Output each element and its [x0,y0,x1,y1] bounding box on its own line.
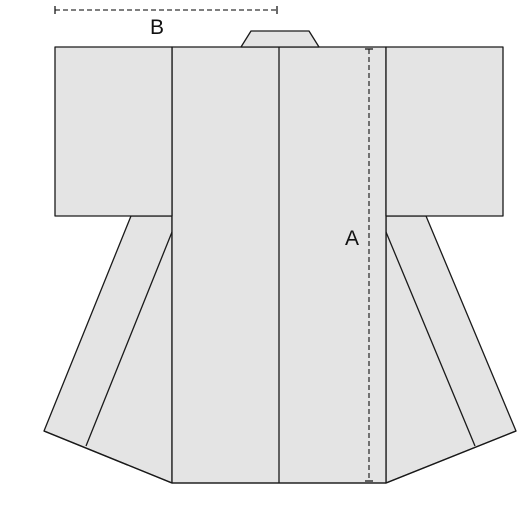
right-sleeve [385,46,504,217]
hem-left [43,430,173,484]
left-side-panel [43,215,173,484]
collar [240,30,320,48]
left-sleeve [54,46,173,217]
label-b: B [150,16,164,39]
label-a: A [345,227,359,250]
right-side-panel [385,215,517,484]
right-gusset-seam [385,231,476,447]
hem-right [385,430,517,484]
left-gusset-seam [85,231,173,447]
